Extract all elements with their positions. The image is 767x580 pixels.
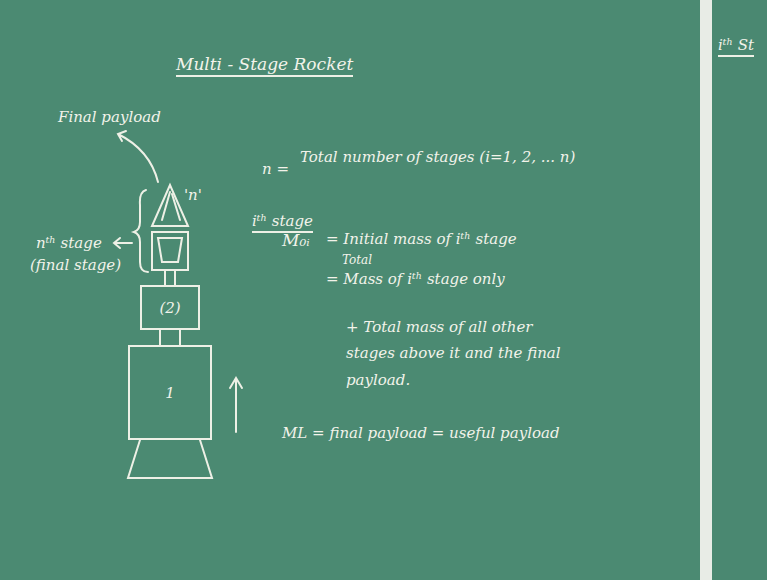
stage-number: 1 (165, 384, 175, 402)
equation-text: n = (262, 160, 289, 178)
rocket-stage-box: 1 (128, 345, 212, 440)
callout-label: Final payload (58, 108, 161, 126)
equation-text: ML = final payload = useful payload (282, 424, 560, 442)
equation-text: + Total mass of all other stages above i… (346, 314, 576, 393)
equation-text: = Mass of iᵗʰ stage only (326, 270, 505, 288)
rocket-stage-box: (2) (140, 285, 200, 330)
equation-text: = Initial mass of iᵗʰ stage (326, 230, 517, 248)
stage-label: (final stage) (30, 256, 121, 274)
stage-number: (2) (159, 299, 180, 317)
stage-label: nᵗʰ stage (36, 234, 102, 252)
board-panel (712, 0, 767, 580)
board-title: Multi - Stage Rocket (176, 54, 353, 77)
board-frame (700, 0, 712, 580)
symbol-text: M₀ᵢ (282, 230, 310, 250)
equation-text: Total number of stages (i=1, 2, ... n) (300, 148, 575, 166)
section-heading: iᵗʰ stage (252, 212, 313, 233)
note-text: Total (342, 253, 372, 267)
section-heading: iᵗʰ St (718, 36, 754, 57)
stage-label: 'n' (184, 186, 202, 204)
